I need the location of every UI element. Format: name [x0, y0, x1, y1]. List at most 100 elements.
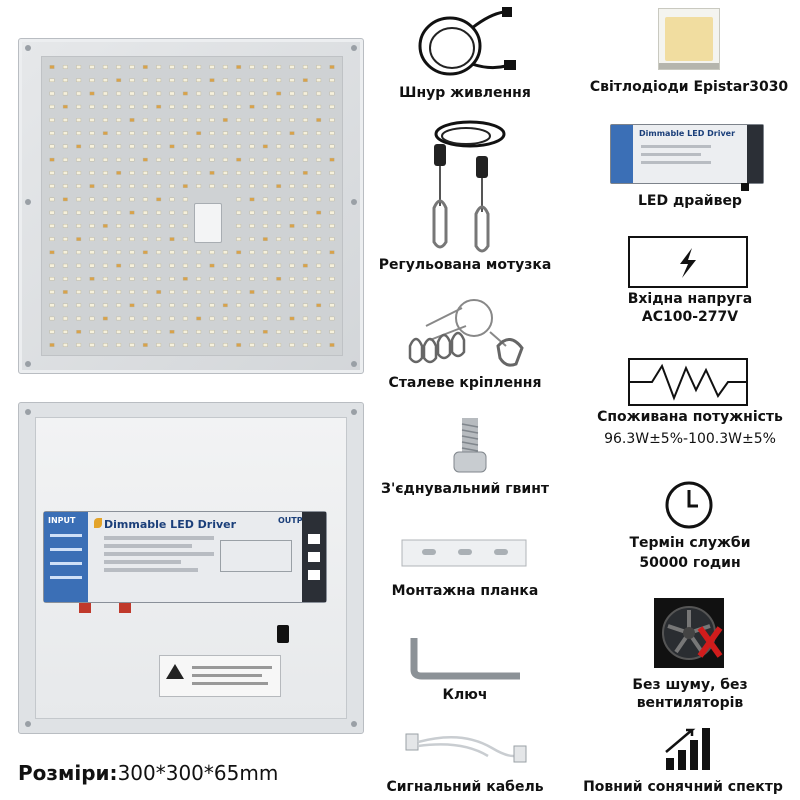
led-chip [62, 91, 68, 96]
led-chip [76, 78, 82, 83]
led-chip [249, 157, 255, 162]
led-chip [249, 224, 255, 228]
mount-hole [25, 361, 31, 367]
led-chip [182, 316, 188, 321]
led-chip [249, 263, 255, 268]
led-chip [182, 104, 188, 109]
led-chip [316, 78, 322, 83]
led-chip [302, 131, 308, 135]
led-chip [196, 184, 202, 188]
led-chip [76, 276, 82, 281]
led-chip [276, 157, 282, 162]
led-chip [316, 91, 322, 96]
led-chip [316, 131, 322, 135]
led-chip [302, 78, 308, 83]
led-chip [129, 171, 135, 175]
led-chip [102, 65, 108, 69]
led-chip [289, 276, 295, 281]
led-chip [89, 157, 95, 162]
led-chip [289, 210, 295, 215]
led-chip [49, 171, 55, 175]
led-chip [129, 210, 135, 215]
led-chip [49, 290, 55, 294]
led-chip [289, 250, 295, 255]
led-chip [169, 144, 175, 149]
led-chip [76, 144, 82, 149]
led-chip [289, 197, 295, 202]
led-chip [262, 118, 268, 122]
led-chip [62, 131, 68, 135]
led-chip [76, 303, 82, 308]
led-chip [62, 290, 68, 294]
dimensions-value: 300*300*65mm [117, 761, 279, 785]
led-chip [116, 303, 122, 308]
mount-hole [351, 409, 357, 415]
led-chip [49, 224, 55, 228]
led-chip [196, 276, 202, 281]
mount-hole [351, 199, 357, 205]
led-chip [129, 157, 135, 162]
led-chip [329, 316, 335, 321]
led-chip [49, 330, 55, 334]
led-panel-front [18, 38, 364, 374]
led-chip [156, 263, 162, 268]
led-chip [329, 157, 335, 162]
led-chip [76, 210, 82, 215]
led-chip [102, 276, 108, 281]
led-chip [236, 131, 242, 135]
led-chip [116, 330, 122, 334]
led-chip [196, 303, 202, 308]
led-chip [316, 330, 322, 334]
led-chip [262, 91, 268, 96]
led-chip [276, 250, 282, 255]
led-chip [289, 78, 295, 83]
led-chip [102, 290, 108, 294]
led-chip [169, 290, 175, 294]
led-chip [196, 250, 202, 255]
led-chip [169, 184, 175, 188]
led-chip [249, 184, 255, 188]
led-chip [129, 263, 135, 268]
led-chip [329, 197, 335, 202]
led-chip [102, 157, 108, 162]
led-chip [89, 65, 95, 69]
mounting-plate-icon [401, 539, 527, 567]
led-chip [316, 224, 322, 228]
led-chip [169, 78, 175, 83]
led-chip [156, 184, 162, 188]
led-chip [262, 65, 268, 69]
led-chip [89, 210, 95, 215]
led-chip [116, 237, 122, 241]
led-chip [302, 276, 308, 281]
led-chip [316, 316, 322, 321]
led-chip [142, 276, 148, 281]
led-chip [209, 330, 215, 334]
mount-hole [351, 45, 357, 51]
steel-hanger-icon [408, 299, 524, 367]
led-chip [129, 78, 135, 83]
feature-value-lifetime: 50000 годин [639, 555, 741, 571]
led-chip [316, 303, 322, 308]
led-chip [49, 131, 55, 135]
mount-hole [351, 721, 357, 727]
led-chip [169, 276, 175, 281]
center-clip [194, 203, 222, 243]
led-chip [302, 144, 308, 149]
led-chip [222, 78, 228, 83]
led-chip [209, 118, 215, 122]
led-chip [289, 91, 295, 96]
led-chip [102, 144, 108, 149]
led-chip [302, 91, 308, 96]
led-panel-back: INPUT Dimmable LED Driver OUTPUT [18, 402, 364, 734]
led-chip [236, 144, 242, 149]
led-chip [262, 330, 268, 334]
led-chip [196, 78, 202, 83]
led-chip [116, 65, 122, 69]
led-chip [129, 276, 135, 281]
led-chip [142, 210, 148, 215]
led-chip [236, 330, 242, 334]
led-chip [169, 343, 175, 347]
led-chip [89, 250, 95, 255]
led-chip [196, 343, 202, 347]
no-fan-icon [654, 598, 724, 668]
